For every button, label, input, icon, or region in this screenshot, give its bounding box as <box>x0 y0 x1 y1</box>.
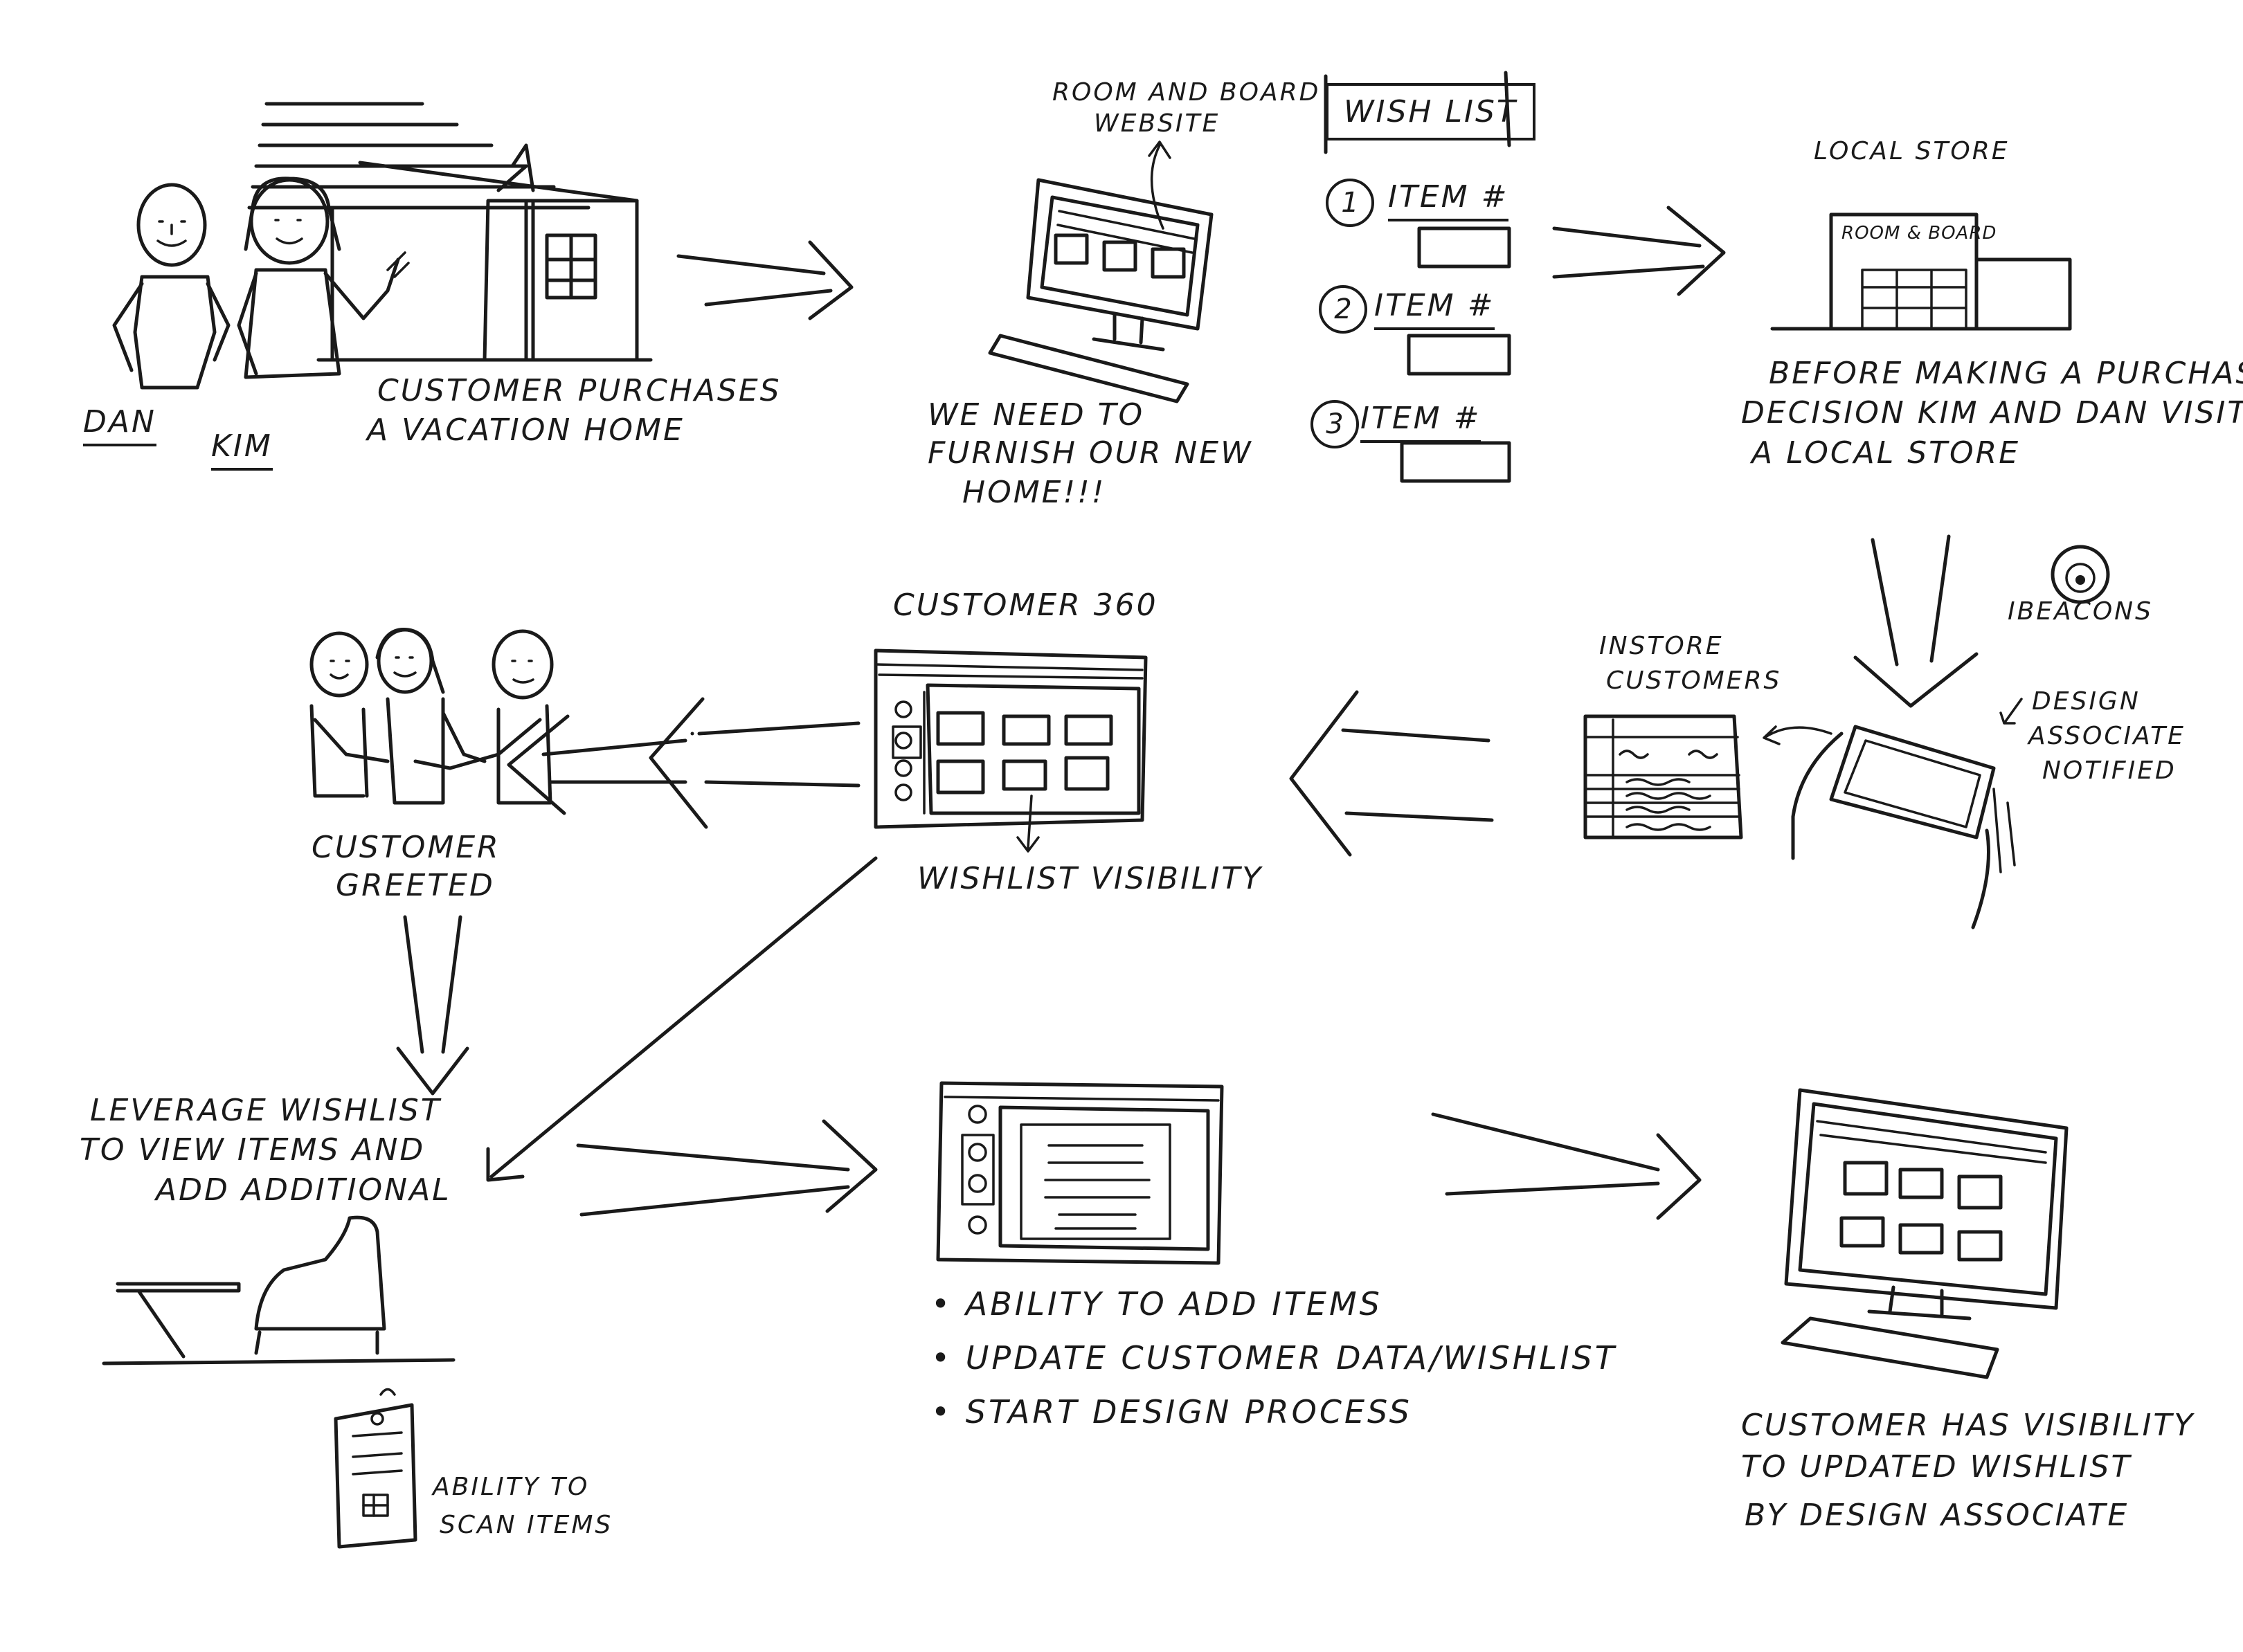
customer360-caption: Wishlist Visibility <box>917 861 1263 896</box>
arrow-left-3 <box>1289 690 1494 857</box>
instore-line1: Instore <box>1599 632 1724 660</box>
arrow-4 <box>1431 1112 1702 1220</box>
website-caption-line2: furnish our new <box>928 435 1253 471</box>
chair-and-table-drawing <box>102 1215 456 1365</box>
instore-line2: Customers <box>1606 666 1782 695</box>
feature-bullet-3: Start design process <box>931 1385 1617 1439</box>
website-label-line2: Website <box>1094 109 1220 138</box>
greeted-line1: Customer <box>312 830 501 865</box>
website-caption-line3: home!!! <box>962 475 1106 510</box>
feature-bullet-2: Update customer data/wishlist <box>931 1331 1617 1385</box>
wishlist-edit-screen-drawing <box>936 1081 1224 1265</box>
ibeacons-label: iBeacons <box>2008 597 2153 626</box>
scan-line1: Ability to <box>433 1473 590 1501</box>
website-label-line1: Room and Board <box>1052 78 1321 107</box>
wishlist-item-2-number: 2 <box>1319 285 1367 334</box>
wishlist-title: Wish List <box>1326 83 1535 141</box>
vacation-house-drawing <box>247 102 653 362</box>
local-store-drawing <box>1770 212 2072 331</box>
arrow-down-to-tablet <box>1853 534 1979 708</box>
wishlist-item-2-label: Item # <box>1374 285 1495 331</box>
leverage-line3: add additional <box>156 1172 451 1208</box>
store-caption-line2: decision Kim and Dan visit <box>1741 395 2243 430</box>
greeted-line2: Greeted <box>336 868 495 903</box>
final-line3: by design associate <box>1745 1498 2129 1533</box>
designer-line1: Design <box>2032 687 2141 716</box>
instore-list-drawing <box>1583 714 1743 839</box>
wishlist-item-1-label: Item # <box>1388 176 1509 222</box>
customer360-screen-drawing <box>874 648 1148 853</box>
final-line2: to updated wishlist <box>1741 1449 2132 1485</box>
final-monitor-drawing <box>1781 1088 2069 1379</box>
arrow-3 <box>576 1119 878 1217</box>
feature-bullet-1: Ability to add items <box>931 1277 1617 1331</box>
kim-label: Kim <box>211 426 273 471</box>
scan-line2: scan items <box>440 1511 613 1539</box>
scan-tag-drawing <box>334 1388 417 1549</box>
dan-label: Dan <box>83 401 156 447</box>
website-monitor-drawing <box>988 140 1214 403</box>
features-list: Ability to add items Update customer dat… <box>931 1277 1617 1440</box>
arrow-2 <box>1552 206 1726 296</box>
customer-greeted-drawing <box>309 628 554 805</box>
kim-figure <box>237 176 410 379</box>
designer-line3: Notified <box>2042 756 2177 785</box>
scene1-caption-line2: A vacation home <box>367 412 685 448</box>
arrow-down-leverage <box>396 915 469 1096</box>
designer-line2: Associate <box>2028 722 2186 750</box>
store-title: Local Store <box>1814 137 2010 165</box>
store-caption-line3: a local store <box>1751 435 2021 471</box>
arrow-left-2 <box>649 697 861 829</box>
leverage-line1: Leverage Wishlist <box>90 1093 442 1128</box>
ibeacon-icon <box>2051 545 2110 604</box>
store-caption-line1: Before making a purchase <box>1769 356 2243 391</box>
leverage-line2: to view items and <box>80 1132 426 1168</box>
tablet-in-hands-drawing <box>1763 698 2023 929</box>
arrow-diagonal <box>486 856 878 1182</box>
arrow-left-greeted <box>507 714 687 815</box>
dan-figure <box>112 183 231 390</box>
website-caption-line1: We need to <box>928 397 1145 433</box>
customer360-title: Customer 360 <box>893 588 1158 623</box>
wishlist-item-3-number: 3 <box>1310 400 1359 448</box>
store-sign: Room & Board <box>1841 223 1997 244</box>
wishlist-item-1-number: 1 <box>1326 179 1374 227</box>
arrow-1 <box>676 240 854 320</box>
final-line1: Customer has visibility <box>1741 1408 2195 1443</box>
scene1-caption-line1: Customer Purchases <box>377 373 782 408</box>
wishlist-item-3-label: Item # <box>1360 398 1481 444</box>
